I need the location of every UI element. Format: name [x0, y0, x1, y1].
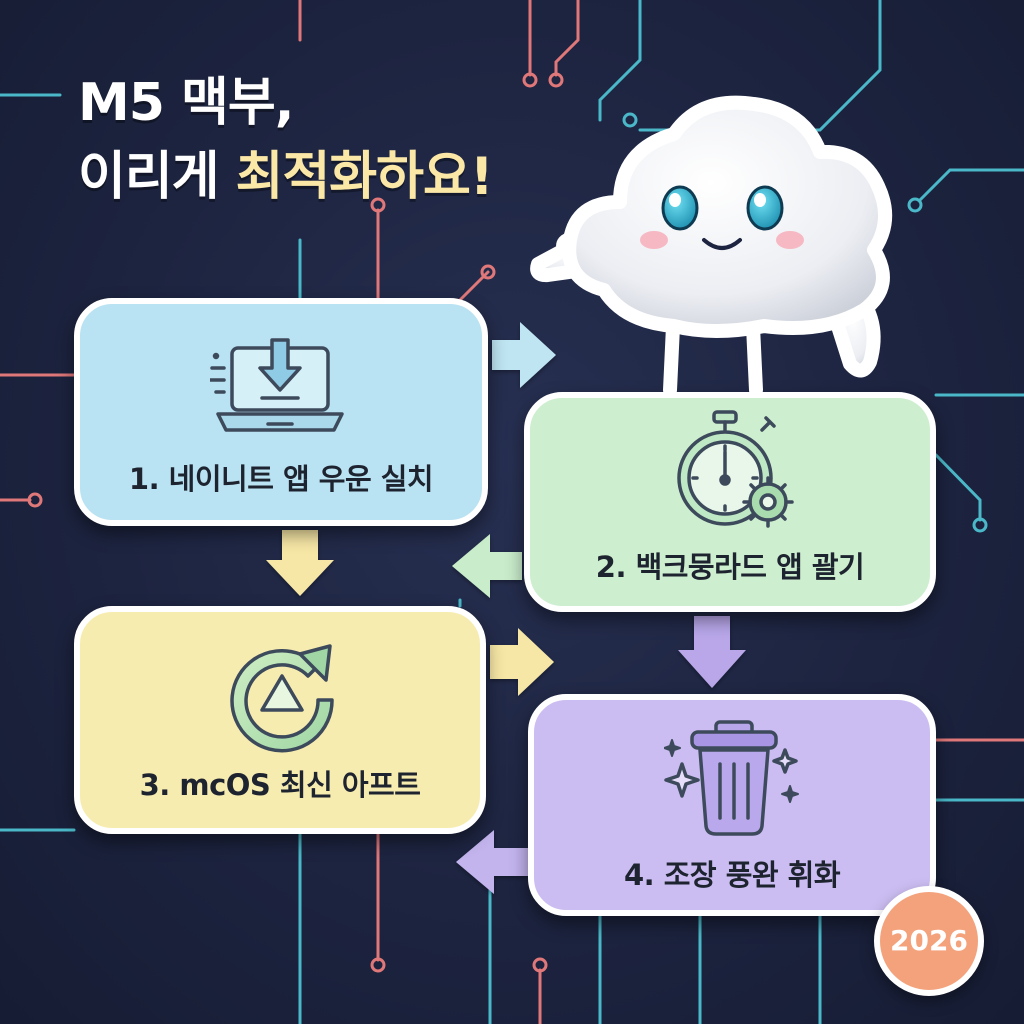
- step-card-2: 2. 백크뭉라드 앱 괄기: [524, 392, 936, 612]
- title-line-1: M5 맥부,: [78, 73, 294, 133]
- stopwatch-gear-icon: [677, 410, 794, 528]
- year-badge: 2026: [874, 886, 984, 996]
- step-label-4: 4. 조장 풍완 휘화: [623, 858, 841, 892]
- title-highlight: 최적화하요!: [235, 147, 494, 207]
- step-label-2: 2. 백크뭉라드 앱 괄기: [595, 550, 865, 584]
- step-label-1: 1. 네이니트 앱 우운 실치: [128, 462, 434, 496]
- mascot-face: [640, 185, 804, 250]
- step-card-1: 1. 네이니트 앱 우운 실치: [74, 298, 488, 526]
- step-label-3: 3. mcOS 최신 아프트: [139, 768, 421, 802]
- title-line-2: 이리게 최적화하요!: [78, 134, 494, 209]
- cloud-mascot: [530, 95, 893, 397]
- laptop-download-icon: [210, 338, 344, 432]
- step-card-4: 4. 조장 풍완 휘화: [528, 694, 936, 916]
- refresh-update-icon: [230, 644, 334, 753]
- title-prefix: 이리게: [78, 147, 236, 207]
- trash-can-icon: [664, 720, 799, 836]
- step-card-3: 3. mcOS 최신 아프트: [74, 606, 486, 834]
